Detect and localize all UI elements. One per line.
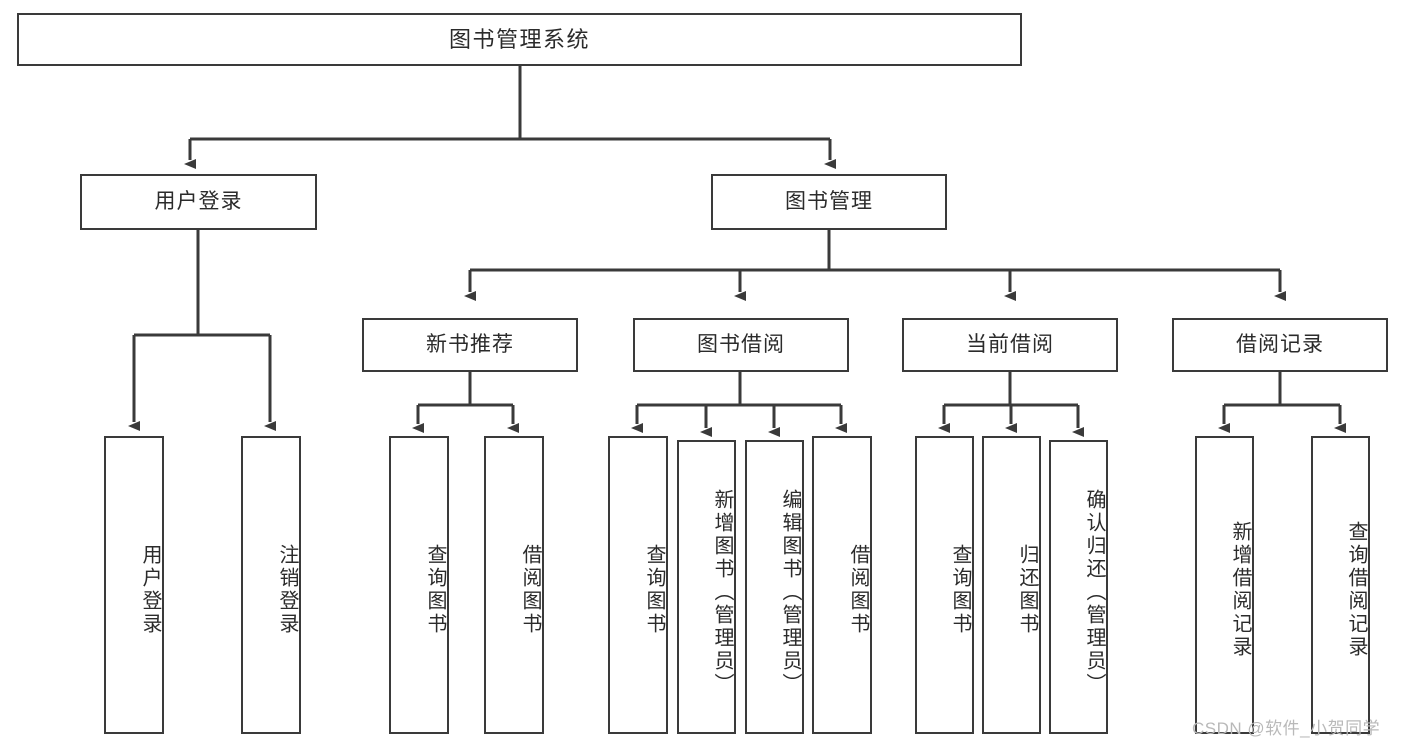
leaf-user-login-login[interactable]: 用户登录 <box>104 436 164 734</box>
node-book-management-system[interactable]: 图书管理系统 <box>17 13 1022 66</box>
leaf-current-borrow-confirm-return-admin[interactable]: 确认归还（管理员） <box>1049 440 1108 734</box>
node-book-management[interactable]: 图书管理 <box>711 174 947 230</box>
node-book-borrowing[interactable]: 图书借阅 <box>633 318 849 372</box>
leaf-current-borrow-return-book[interactable]: 归还图书 <box>982 436 1041 734</box>
node-current-borrowing[interactable]: 当前借阅 <box>902 318 1118 372</box>
leaf-borrow-record-add-record[interactable]: 新增借阅记录 <box>1195 436 1254 734</box>
leaf-book-borrow-query-book[interactable]: 查询图书 <box>608 436 668 734</box>
leaf-new-book-borrow-book[interactable]: 借阅图书 <box>484 436 544 734</box>
leaf-new-book-query-book[interactable]: 查询图书 <box>389 436 449 734</box>
leaf-book-borrow-borrow-book[interactable]: 借阅图书 <box>812 436 872 734</box>
node-borrowing-record[interactable]: 借阅记录 <box>1172 318 1388 372</box>
leaf-borrow-record-query-record[interactable]: 查询借阅记录 <box>1311 436 1370 734</box>
node-new-book-recommendation[interactable]: 新书推荐 <box>362 318 578 372</box>
csdn-watermark: CSDN @软件_小贺同学 <box>1192 719 1381 738</box>
node-user-login[interactable]: 用户登录 <box>80 174 317 230</box>
leaf-current-borrow-query-book[interactable]: 查询图书 <box>915 436 974 734</box>
leaf-user-login-logout[interactable]: 注销登录 <box>241 436 301 734</box>
leaf-book-borrow-edit-book-admin[interactable]: 编辑图书（管理员） <box>745 440 804 734</box>
leaf-book-borrow-add-book-admin[interactable]: 新增图书（管理员） <box>677 440 736 734</box>
